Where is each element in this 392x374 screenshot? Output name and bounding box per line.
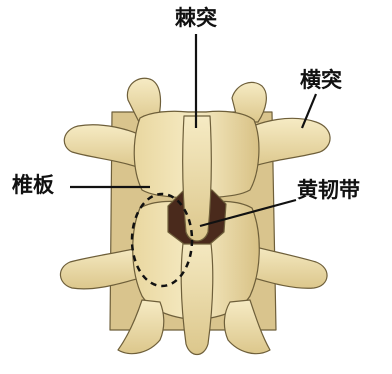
label-spinous-process: 棘突 <box>175 8 217 29</box>
label-transverse-process: 横突 <box>300 70 342 91</box>
label-lamina: 椎板 <box>12 175 54 196</box>
label-ligamentum-flavum: 黄韧带 <box>297 180 360 201</box>
spinous-process-lower <box>181 236 213 355</box>
spinous-process-upper <box>183 116 212 241</box>
